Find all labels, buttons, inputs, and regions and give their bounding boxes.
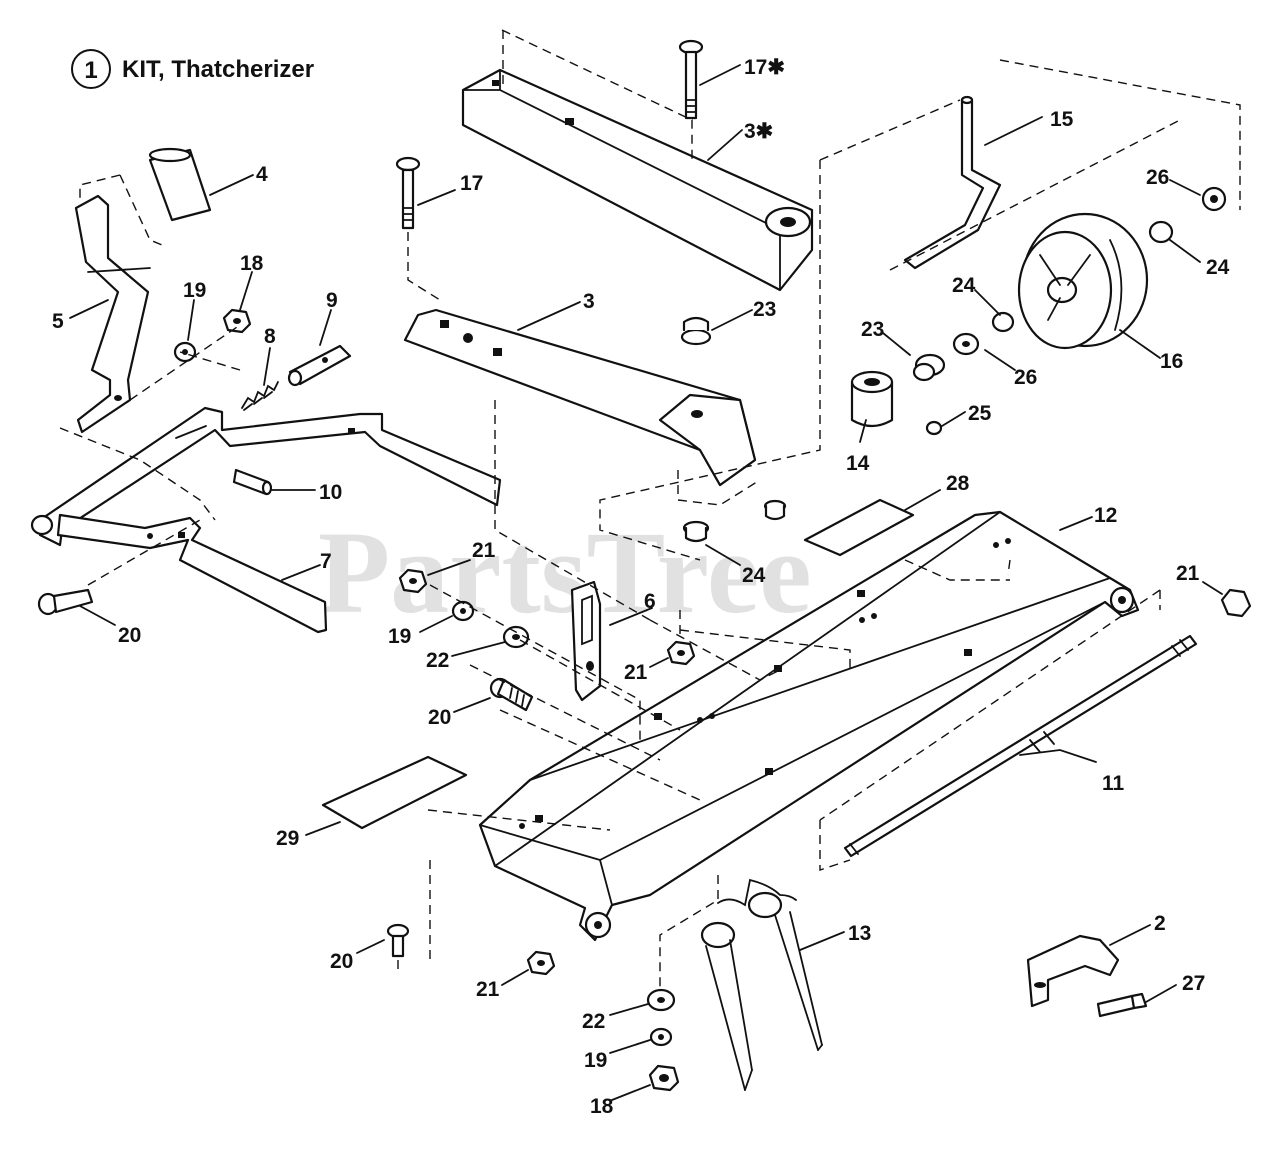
part-29-decal	[321, 755, 468, 830]
label-24-right: 24	[1206, 256, 1230, 279]
part-23-bushing-wheel	[912, 353, 946, 382]
label-26-right: 26	[1146, 166, 1169, 189]
label-24-left: 24	[952, 274, 976, 297]
part-labels: 17✱ 3✱ 15 26 24 24 16 17 4 18 19 9 8 5 3…	[52, 56, 1230, 1118]
label-29: 29	[276, 827, 299, 850]
part-27-screw	[1096, 992, 1148, 1018]
label-5: 5	[52, 310, 64, 333]
part-20-bolt-center	[489, 677, 534, 712]
label-19-bottom: 19	[584, 1049, 607, 1072]
label-20-left: 20	[118, 624, 141, 647]
label-2: 2	[1154, 912, 1166, 935]
label-17: 17	[460, 172, 483, 195]
part-18-nut-bottom	[648, 1064, 680, 1092]
leader-lines	[69, 64, 1223, 1101]
label-20-bottom: 20	[330, 950, 353, 973]
label-8: 8	[264, 325, 276, 348]
part-25-setscrew	[925, 420, 943, 436]
label-18-bottom: 18	[590, 1095, 614, 1118]
part-11-rod	[843, 634, 1198, 858]
label-7: 7	[320, 550, 332, 573]
label-18-upper: 18	[240, 252, 264, 275]
part-23-bushing-top	[680, 316, 712, 346]
part-21-nut-left	[398, 568, 428, 594]
label-21-left: 21	[472, 539, 496, 562]
part-18-nut-upper	[222, 308, 252, 334]
part-21-nut-right	[1220, 588, 1252, 618]
part-28-decal	[803, 498, 915, 557]
part-3-lower-arm	[403, 308, 757, 487]
label-23-wheel: 23	[861, 318, 884, 341]
part-12-main-frame	[478, 510, 1140, 942]
part-16-wheel	[1017, 212, 1149, 350]
part-26-washer-left	[952, 332, 980, 356]
part-7-lever-frame	[30, 406, 502, 634]
label-12: 12	[1094, 504, 1117, 527]
label-20-center: 20	[428, 706, 451, 729]
title-text: KIT, Thatcherizer	[122, 56, 314, 83]
label-22-left: 22	[426, 649, 449, 672]
label-21-center: 21	[624, 661, 648, 684]
part-21-nut-center	[666, 640, 696, 666]
label-28: 28	[946, 472, 970, 495]
label-16: 16	[1160, 350, 1183, 373]
label-24-center: 24	[742, 564, 766, 587]
part-24-bushing-wheel-left	[991, 311, 1015, 333]
part-24-bushing-wheel-right	[1148, 220, 1174, 244]
part-19-washer-upper	[173, 341, 197, 363]
part-17-bolt-upper	[678, 39, 704, 120]
part-2-clip	[1026, 934, 1120, 1008]
label-10: 10	[319, 481, 342, 504]
part-3-upper-arm	[461, 68, 814, 292]
label-13: 13	[848, 922, 871, 945]
label-11: 11	[1102, 772, 1125, 795]
part-9-pin	[287, 344, 352, 387]
part-4-grip	[148, 147, 212, 222]
assembly-lines	[59, 29, 1241, 990]
label-21-right: 21	[1176, 562, 1200, 585]
title-number: 1	[84, 57, 97, 84]
label-3-star: 3✱	[744, 120, 773, 143]
part-5-handle	[74, 194, 151, 434]
part-17-bolt-lower	[395, 156, 421, 230]
part-19-washer-left	[451, 600, 475, 622]
part-22-washer-left	[502, 625, 530, 649]
part-13-tine-spring	[700, 878, 823, 1091]
part-20-bolt-left	[37, 588, 94, 616]
part-15-axle	[903, 95, 1002, 270]
label-4: 4	[256, 163, 268, 186]
label-14: 14	[846, 452, 870, 475]
part-20-bolt-bottom	[386, 923, 410, 958]
part-22-washer-bottom	[646, 988, 676, 1012]
label-17-star: 17✱	[744, 56, 785, 79]
label-21-bottom: 21	[476, 978, 500, 1001]
part-21-nut-bottom	[526, 950, 556, 976]
part-8-spring	[241, 381, 279, 411]
part-6-bracket	[570, 580, 602, 702]
label-26-left: 26	[1014, 366, 1037, 389]
label-23-top: 23	[753, 298, 776, 321]
label-3: 3	[583, 290, 595, 313]
part-26-washer-right	[1201, 186, 1227, 212]
label-19-upper: 19	[183, 279, 206, 302]
label-25: 25	[968, 402, 992, 425]
label-6: 6	[644, 590, 656, 613]
part-24-bushing-center	[682, 499, 787, 543]
part-10-pin	[232, 468, 273, 496]
label-15: 15	[1050, 108, 1074, 131]
label-27: 27	[1182, 972, 1205, 995]
title-block: 1 KIT, Thatcherizer	[71, 49, 314, 89]
watermark: PartsTree	[318, 507, 812, 638]
label-19-left: 19	[388, 625, 411, 648]
label-9: 9	[326, 289, 338, 312]
part-19-washer-bottom	[649, 1027, 673, 1047]
label-22-bottom: 22	[582, 1010, 605, 1033]
part-14-collar	[850, 370, 894, 428]
